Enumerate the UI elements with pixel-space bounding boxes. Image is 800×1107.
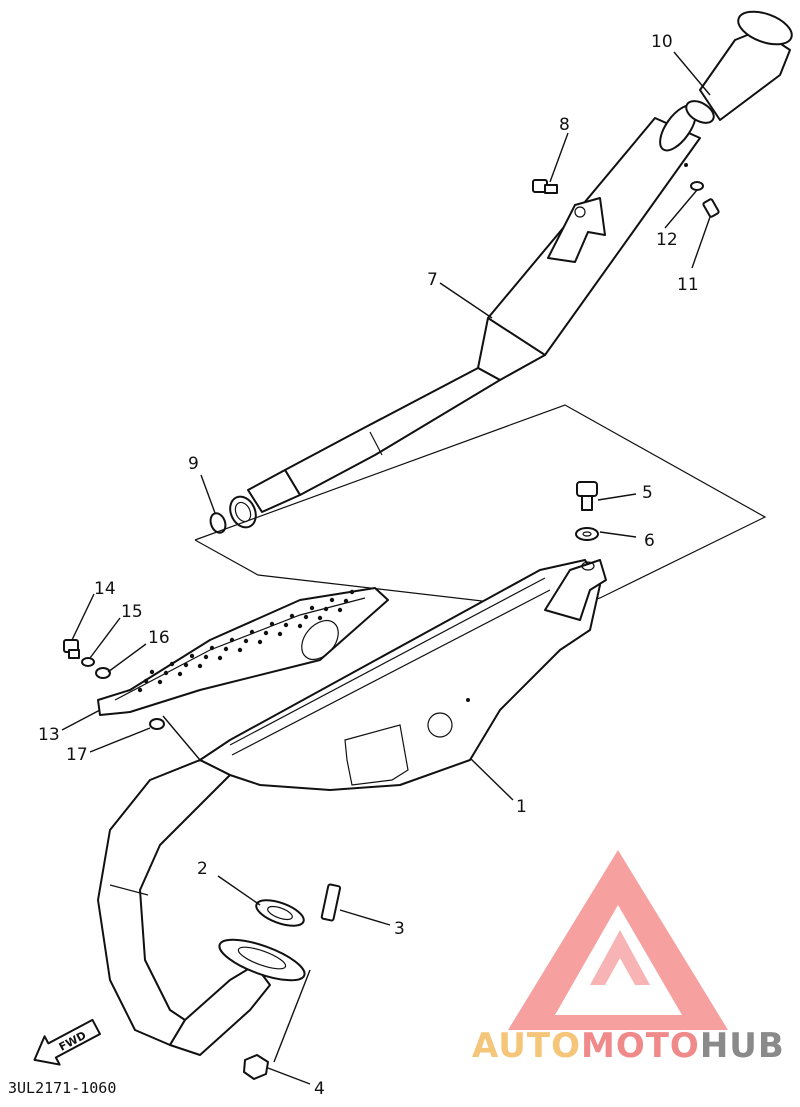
expansion-chamber xyxy=(97,559,607,1056)
washer-12 xyxy=(690,181,704,191)
diagram-code: 3UL2171-1060 xyxy=(8,1079,116,1097)
shield-perforation xyxy=(349,589,355,595)
shield-perforation xyxy=(263,630,269,636)
callout-16: 16 xyxy=(148,628,170,648)
fwd-arrow: FWD xyxy=(33,1018,102,1066)
shield-perforation xyxy=(283,622,289,628)
gasket-9 xyxy=(209,512,227,534)
callout-8: 8 xyxy=(559,115,570,135)
shield-perforation xyxy=(269,621,275,627)
shield-perforation xyxy=(289,613,295,619)
shield-perforation xyxy=(257,639,263,645)
logo-triangle xyxy=(508,850,728,1030)
callout-9: 9 xyxy=(188,454,199,474)
shield-perforation xyxy=(243,638,249,644)
callout-7: 7 xyxy=(427,270,438,290)
shield-perforation xyxy=(343,598,349,604)
shield-perforation xyxy=(183,662,189,668)
watermark-moto: MOTO xyxy=(581,1026,700,1066)
bolt-8 xyxy=(532,179,558,194)
gasket-2 xyxy=(255,899,305,927)
callout-1: 1 xyxy=(516,797,527,817)
nut-4 xyxy=(243,1054,269,1080)
shield-perforation xyxy=(203,654,209,660)
leader-lines xyxy=(61,51,711,1085)
shield-perforation xyxy=(223,646,229,652)
shield-perforation xyxy=(149,669,155,675)
shield-perforation xyxy=(143,678,149,684)
callout-10: 10 xyxy=(651,32,673,52)
callout-3: 3 xyxy=(394,919,405,939)
stud-bolt-3 xyxy=(320,883,342,922)
shield-perforation xyxy=(229,637,235,643)
callout-4: 4 xyxy=(314,1079,325,1099)
watermark-text: AUTOMOTOHUB xyxy=(472,1026,785,1066)
watermark-hub: HUB xyxy=(700,1026,785,1066)
callout-15: 15 xyxy=(121,602,143,622)
shield-perforation xyxy=(209,645,215,651)
shield-perforation xyxy=(297,623,303,629)
callout-13: 13 xyxy=(38,725,60,745)
group-outline xyxy=(194,404,767,611)
shield-perforation xyxy=(157,679,163,685)
callout-17: 17 xyxy=(66,745,88,765)
shield-perforation xyxy=(137,687,143,693)
screw-11 xyxy=(702,198,720,218)
shield-perforation xyxy=(309,605,315,611)
logo-inner-mark xyxy=(590,930,650,985)
tail-cap xyxy=(685,10,793,124)
bolt-14 xyxy=(63,639,80,659)
shield-perforation xyxy=(237,647,243,653)
shield-perforation xyxy=(303,614,309,620)
shield-perforation xyxy=(337,607,343,613)
watermark-logo xyxy=(508,850,728,1030)
watermark-auto: AUTO xyxy=(472,1026,581,1066)
callout-6: 6 xyxy=(644,531,655,551)
bolt-5 xyxy=(576,481,598,511)
shield-perforation xyxy=(177,671,183,677)
shield-perforation xyxy=(169,661,175,667)
callout-5: 5 xyxy=(642,483,653,503)
shield-perforation xyxy=(317,615,323,621)
callout-2: 2 xyxy=(197,859,208,879)
shield-perforation xyxy=(189,653,195,659)
washer-6 xyxy=(575,527,599,541)
spring-washer-15 xyxy=(81,657,95,667)
callout-numbers: 1 2 3 4 5 6 7 8 9 10 11 12 13 14 15 16 1… xyxy=(38,32,699,1099)
callout-11: 11 xyxy=(677,275,699,295)
shield-perforation xyxy=(323,606,329,612)
callout-14: 14 xyxy=(94,579,116,599)
silencer-assembly xyxy=(229,104,701,529)
collar-16 xyxy=(95,667,111,679)
shield-perforation xyxy=(249,629,255,635)
callout-12: 12 xyxy=(656,230,678,250)
shield-perforation xyxy=(197,663,203,669)
shield-perforation xyxy=(163,670,169,676)
heat-shield xyxy=(97,587,389,716)
shield-perforation xyxy=(217,655,223,661)
washer-17 xyxy=(149,718,165,730)
shield-perforation xyxy=(329,597,335,603)
shield-perforation xyxy=(277,631,283,637)
